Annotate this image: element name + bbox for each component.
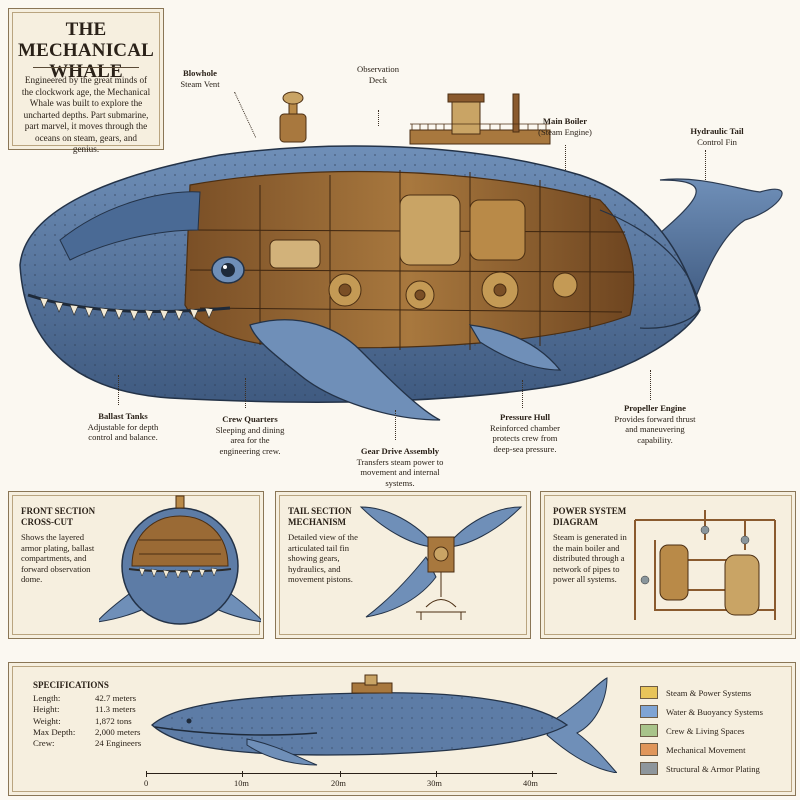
spec-value: 11.3 meters bbox=[95, 704, 136, 715]
specs-title: SPECIFICATIONS bbox=[33, 680, 109, 690]
spec-key: Height: bbox=[33, 704, 60, 715]
title-divider bbox=[33, 67, 139, 68]
legend-item-steam: Steam & Power Systems bbox=[640, 686, 751, 699]
whale-eye bbox=[211, 256, 245, 284]
scale-label-30m: 30m bbox=[427, 779, 442, 788]
spec-row: Height: 11.3 meters bbox=[33, 704, 141, 715]
spec-key: Length: bbox=[33, 693, 61, 703]
scale-label-0: 0 bbox=[144, 779, 149, 788]
tail-mechanism-illustration bbox=[359, 506, 523, 620]
legend-swatch bbox=[640, 762, 658, 775]
legend-swatch bbox=[640, 686, 658, 699]
whale-teeth bbox=[39, 297, 214, 321]
spec-value: 24 Engineers bbox=[95, 738, 142, 749]
legend-swatch bbox=[640, 724, 658, 737]
rear-fin bbox=[468, 324, 562, 371]
scale-tick bbox=[146, 771, 147, 777]
scale-bar bbox=[147, 773, 557, 774]
legend-item-crew: Crew & Living Spaces bbox=[640, 724, 745, 737]
boiler-cylinders bbox=[269, 194, 526, 269]
panel-power-system: POWER SYSTEM DIAGRAM Steam is generated … bbox=[540, 491, 796, 639]
scale-tick bbox=[340, 771, 341, 777]
legend-item-mechanical: Mechanical Movement bbox=[640, 743, 745, 756]
panel-tail-section: TAIL SECTION MECHANISM Detailed view of … bbox=[275, 491, 531, 639]
panel-power-text: Steam is generated in the main boiler an… bbox=[553, 532, 627, 585]
scale-label-10m: 10m bbox=[234, 779, 249, 788]
legend-swatch bbox=[640, 743, 658, 756]
leader-observation bbox=[378, 110, 379, 126]
leader-crew bbox=[245, 378, 246, 408]
leader-ballast bbox=[118, 375, 119, 405]
title-panel: THE MECHANICAL WHALE Engineered by the g… bbox=[8, 8, 164, 154]
scale-label-20m: 20m bbox=[331, 779, 346, 788]
main-whale-illustration bbox=[19, 91, 783, 421]
gears bbox=[328, 271, 578, 310]
spec-value: 42.7 meters bbox=[95, 693, 137, 703]
panel-front-section: FRONT SECTION CROSS-CUT Shows the layere… bbox=[8, 491, 264, 639]
blowhole-dome bbox=[279, 91, 307, 143]
spec-row: Length: 42.7 meters bbox=[33, 693, 141, 704]
callout-main-boiler: Main Boiler(Steam Engine) bbox=[538, 116, 592, 137]
leader-tail bbox=[705, 150, 706, 180]
page-title: THE MECHANICAL WHALE bbox=[17, 19, 155, 82]
scale-tick bbox=[242, 771, 243, 777]
side-whale-illustration bbox=[151, 674, 617, 773]
spec-row: Crew: 24 Engineers bbox=[33, 738, 141, 749]
scale-tick bbox=[532, 771, 533, 777]
spec-key: Weight: bbox=[33, 715, 61, 726]
front-section-illustration bbox=[99, 495, 261, 625]
legend-item-water: Water & Buoyancy Systems bbox=[640, 705, 763, 718]
front-flipper bbox=[249, 319, 441, 421]
panel-tail-title: TAIL SECTION MECHANISM bbox=[288, 506, 352, 527]
legend-item-structural: Structural & Armor Plating bbox=[640, 762, 760, 775]
spec-value: 1,872 tons bbox=[95, 715, 132, 726]
observation-deck bbox=[409, 93, 551, 145]
panel-front-text: Shows the layered armor plating, ballast… bbox=[21, 532, 95, 585]
leader-boiler bbox=[565, 145, 566, 170]
scale-tick bbox=[436, 771, 437, 777]
spec-value: 2,000 meters bbox=[95, 726, 141, 737]
intro-text: Engineered by the great minds of the clo… bbox=[21, 75, 151, 154]
spec-key: Crew: bbox=[33, 738, 55, 749]
leader-propeller bbox=[650, 370, 651, 400]
panel-tail-text: Detailed view of the articulated tail fi… bbox=[288, 532, 358, 585]
scale-label-40m: 40m bbox=[523, 779, 538, 788]
legend-swatch bbox=[640, 705, 658, 718]
panel-power-title: POWER SYSTEM DIAGRAM bbox=[553, 506, 627, 527]
panel-front-title: FRONT SECTION CROSS-CUT bbox=[21, 506, 96, 527]
spec-row: Weight: 1,872 tons bbox=[33, 716, 141, 727]
spec-key: Max Depth: bbox=[33, 726, 76, 737]
spec-row: Max Depth: 2,000 meters bbox=[33, 727, 141, 738]
leader-hull bbox=[522, 380, 523, 408]
leader-gear bbox=[395, 410, 396, 440]
power-system-illustration bbox=[634, 510, 776, 620]
